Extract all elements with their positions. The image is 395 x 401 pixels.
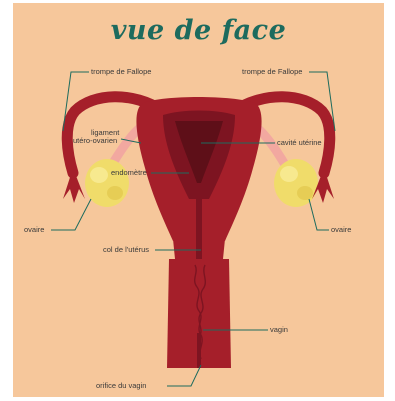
leader-ovaire-right: [309, 199, 329, 230]
label-ligament-line2: utéro-ovarien: [73, 137, 117, 145]
label-endometre: endomètre: [111, 169, 147, 177]
diagram-panel: vue de face: [13, 3, 384, 397]
leader-orifice: [167, 365, 201, 386]
leader-ovaire-left: [51, 199, 91, 230]
label-vagin: vagin: [270, 326, 288, 334]
ovary-right: [274, 159, 318, 207]
label-ovaire-left: ovaire: [24, 226, 44, 234]
ovary-left: [85, 159, 129, 207]
uterus-illustration: [13, 3, 384, 397]
label-trompe-left: trompe de Fallope: [91, 68, 151, 76]
label-col: col de l'utérus: [103, 246, 149, 254]
label-trompe-right: trompe de Fallope: [242, 68, 302, 76]
fimbriae-left: [63, 168, 85, 203]
label-orifice: orifice du vagin: [96, 382, 146, 390]
vaginal-canal: [197, 333, 201, 368]
label-ovaire-right: ovaire: [331, 226, 351, 234]
label-cavite: cavité utérine: [277, 139, 322, 147]
